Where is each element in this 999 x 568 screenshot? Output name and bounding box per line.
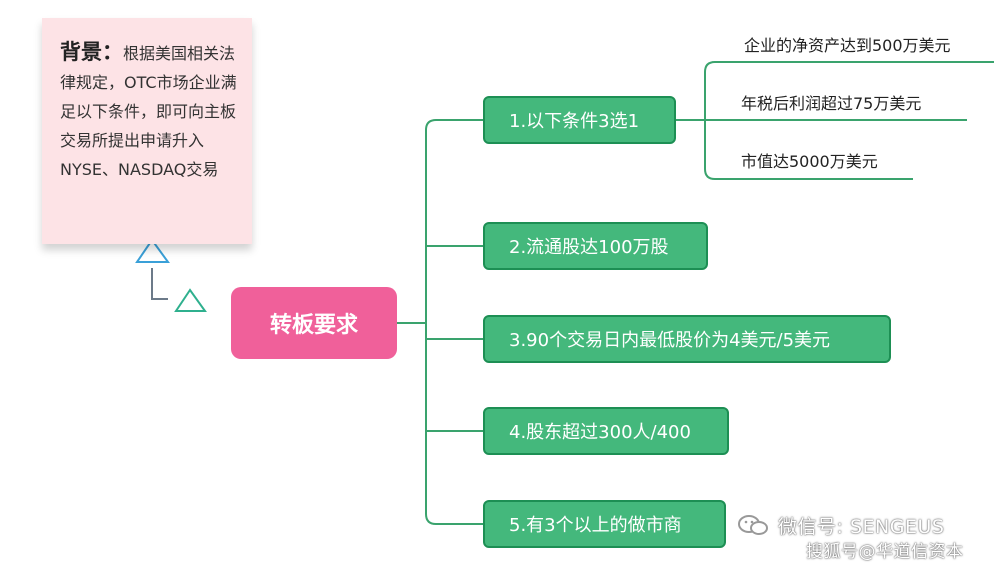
branch-node-4: 4.股东超过300人/400 [483,407,729,455]
wechat-icon [738,515,768,535]
background-note: 背景：根据美国相关法律规定，OTC市场企业满足以下条件，即可向主板交易所提出申请… [42,18,252,244]
sub-condition-2: 年税后利润超过75万美元 [741,94,922,113]
sub-condition-3: 市值达5000万美元 [741,152,878,171]
triangle-marker-blue [135,238,170,263]
branch-node-2: 2.流通股达100万股 [483,222,708,270]
triangle-marker-green [174,288,207,312]
note-body: 根据美国相关法律规定，OTC市场企业满足以下条件，即可向主板交易所提出申请升入N… [60,44,237,179]
branch-node-3: 3.90个交易日内最低股价为4美元/5美元 [483,315,891,363]
branch-node-1: 1.以下条件3选1 [483,96,676,144]
root-node: 转板要求 [231,287,397,359]
note-title: 背景： [60,40,123,64]
watermark-wechat: 微信号: SENGEUS [778,516,945,538]
branch-node-5: 5.有3个以上的做市商 [483,500,726,548]
watermark-sohu: 搜狐号@华道信资本 [806,542,964,562]
sub-condition-1: 企业的净资产达到500万美元 [744,36,951,55]
